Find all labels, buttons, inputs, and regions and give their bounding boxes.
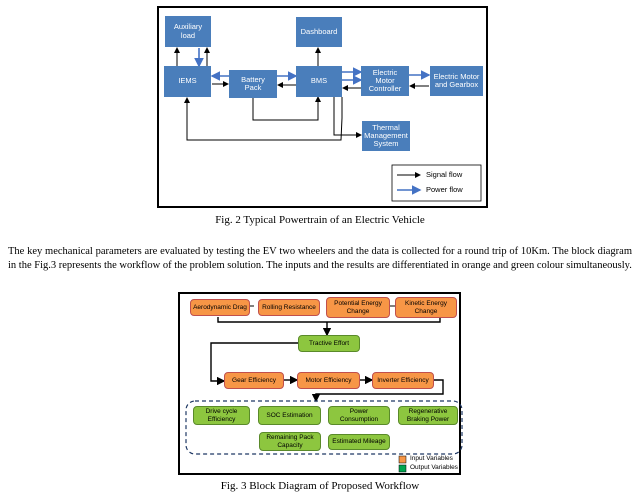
inverter-efficiency-box: Inverter Efficiency — [372, 372, 434, 389]
outputs-group-boundary — [185, 400, 463, 455]
remaining-pack-capacity-box: Remaining Pack Capacity — [259, 432, 321, 451]
battery-pack-box: Battery Pack — [229, 70, 277, 98]
power-flow-legend-label: Power flow — [426, 185, 463, 194]
figure-3-caption: Fig. 3 Block Diagram of Proposed Workflo… — [220, 480, 420, 492]
aerodynamic-drag-box: Aerodynamic Drag — [190, 299, 250, 316]
iems-box: IEMS — [164, 66, 211, 97]
electric-motor-gearbox-box: Electric Motor and Gearbox — [430, 66, 483, 96]
figure-2-legend-box — [391, 164, 482, 202]
output-variables-legend-label: Output Variables — [410, 464, 458, 471]
input-variables-legend-label: Input Variables — [410, 455, 453, 462]
input-variables-legend-swatch — [398, 455, 407, 464]
drive-cycle-efficiency-box: Drive cycle Efficiency — [193, 406, 250, 425]
inverter-to-outputs-arrow — [311, 379, 444, 403]
potential-energy-change-box: Potential Energy Change — [326, 297, 390, 318]
dashboard-box: Dashboard — [296, 17, 342, 47]
electric-motor-controller-box: Electric Motor Controller — [361, 66, 409, 96]
figure-2-caption: Fig. 2 Typical Powertrain of an Electric… — [215, 214, 425, 226]
inputs-bus-line — [217, 317, 441, 323]
signal-flow-legend-label: Signal flow — [426, 170, 463, 179]
body-paragraph: The key mechanical parameters are evalua… — [8, 246, 632, 271]
battery-bms-signal-loop — [252, 96, 321, 121]
regenerative-braking-power-box: Regenerative Braking Power — [398, 406, 458, 425]
tractive-to-gear-arrow — [210, 342, 298, 386]
tractive-effort-box: Tractive Effort — [298, 335, 360, 352]
bms-to-iems-signal-loop — [184, 97, 343, 141]
output-variables-legend-swatch — [398, 464, 407, 473]
rolling-resistance-box: Rolling Resistance — [258, 299, 320, 316]
bms-box: BMS — [296, 66, 342, 97]
kinetic-energy-change-box: Kinetic Energy Change — [395, 297, 457, 318]
auxiliary-load-box: Auxiliary load — [165, 16, 211, 47]
gear-efficiency-box: Gear Efficiency — [224, 372, 284, 389]
motor-efficiency-box: Motor Efficiency — [297, 372, 360, 389]
estimated-mileage-box: Estimated Mileage — [328, 434, 390, 450]
thermal-management-system-box: Thermal Management System — [362, 121, 410, 151]
power-consumption-box: Power Consumption — [328, 406, 390, 425]
bms-to-thermal-signal-arrow — [333, 96, 362, 138]
soc-estimation-box: SOC Estimation — [258, 406, 321, 425]
